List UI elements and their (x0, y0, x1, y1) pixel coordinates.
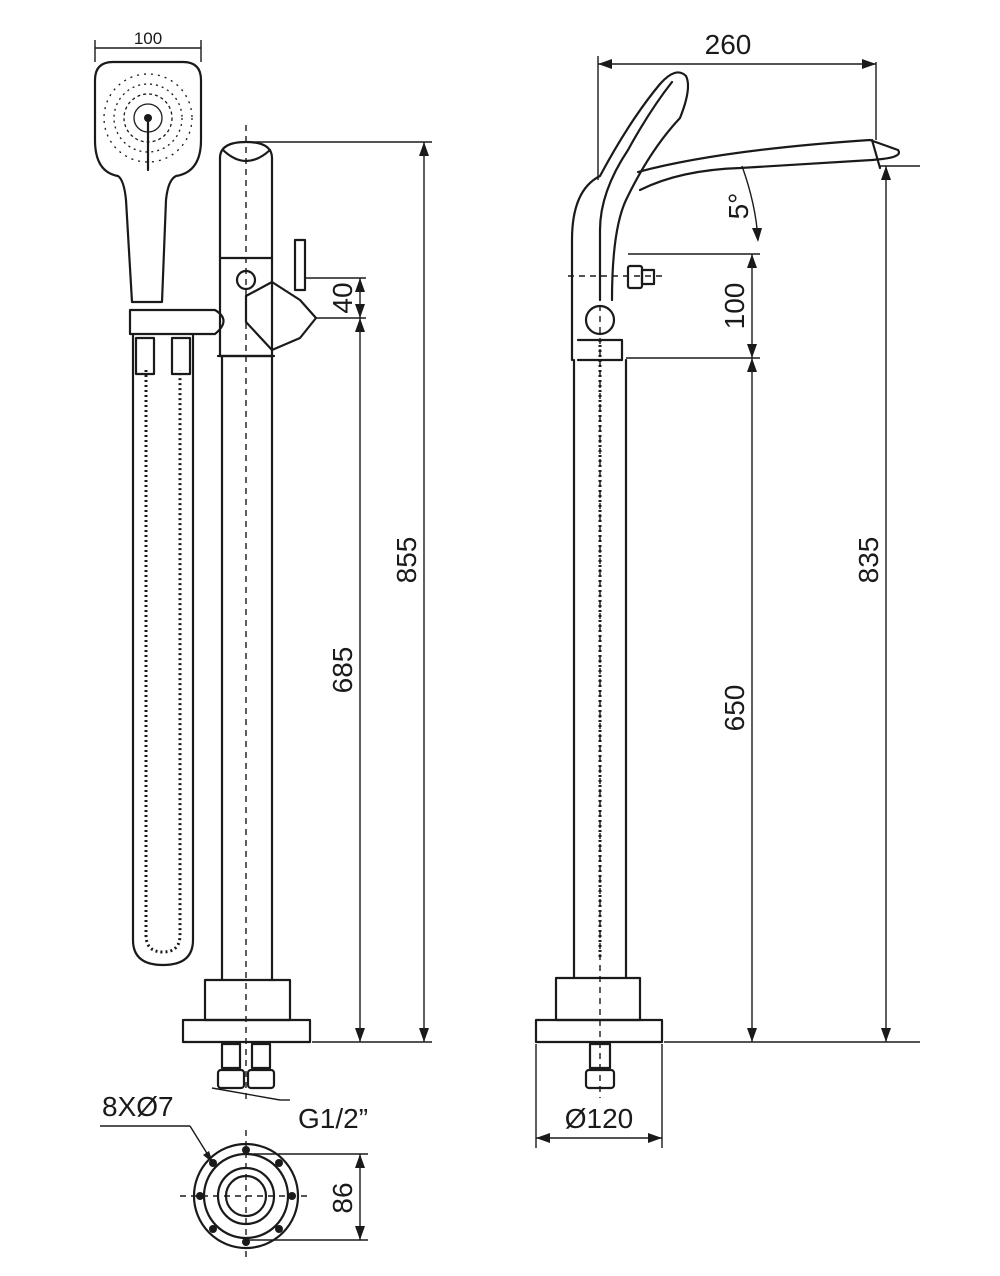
dim-spout-reach: 260 (705, 29, 752, 60)
dim-thread: G1/2” (298, 1103, 368, 1134)
dim-handle-offset: 40 (327, 282, 358, 313)
dim-flange: 86 (327, 1182, 358, 1213)
dim-overall-height-right: 835 (853, 537, 884, 584)
base-plan-view: 8XØ7 86 (100, 1091, 368, 1262)
side-view: 260 5° 100 650 835 Ø120 (534, 29, 920, 1148)
front-view: 100 855 40 685 G1/2” (93, 29, 432, 1262)
hand-shower-holder (128, 308, 225, 336)
dim-holes: 8XØ7 (102, 1091, 174, 1122)
right-dimensions: 260 5° 100 650 835 Ø120 (535, 29, 920, 1148)
dim-base-diameter: Ø120 (565, 1103, 634, 1134)
spout-and-hand-shower (534, 71, 900, 1098)
shower-head (93, 60, 203, 304)
dim-overall-height-left: 855 (391, 537, 422, 584)
dim-head-width: 100 (134, 29, 162, 48)
dim-outlet-height-right: 650 (719, 685, 750, 732)
spray-nozzles (103, 73, 193, 172)
dim-handle-drop: 100 (719, 283, 750, 330)
dim-outlet-height-left: 685 (327, 647, 358, 694)
faucet-body (181, 125, 318, 1100)
left-dimensions: 100 855 40 685 G1/2” (94, 29, 432, 1134)
shower-hose (131, 333, 195, 967)
dim-spout-angle: 5° (723, 193, 754, 220)
